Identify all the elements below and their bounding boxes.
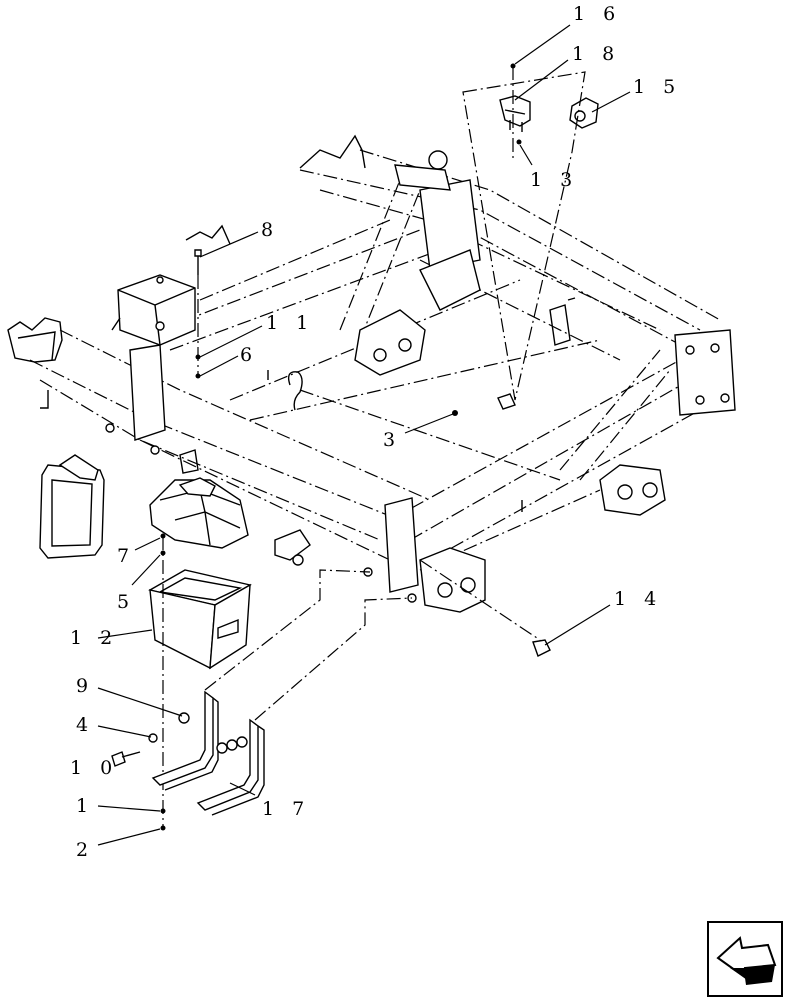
callout-13: 1 3: [530, 169, 578, 191]
callout-8: 8: [261, 219, 279, 241]
part-2-nut: [160, 825, 166, 831]
hardware-cluster: [216, 736, 248, 754]
callout-11: 1 1: [266, 312, 314, 334]
part-15-cap: [569, 97, 599, 129]
explode-lines-top: [462, 71, 586, 401]
callout-9: 9: [76, 675, 94, 697]
callout-6: 6: [240, 344, 258, 366]
part-12-battery-box: [148, 569, 252, 670]
chassis-frame: [7, 134, 736, 613]
part-17-bracket-left: [151, 690, 219, 791]
battery-strap: [39, 454, 105, 559]
part-17-bracket-right: [196, 718, 265, 816]
part-4-washer: [148, 733, 158, 743]
callout-15: 1 5: [633, 76, 681, 98]
part-1-washer: [160, 808, 166, 814]
part-3-fastener: [452, 410, 458, 416]
callout-14: 1 4: [614, 588, 662, 610]
callout-16: 1 6: [573, 3, 621, 25]
callout-18: 1 8: [572, 43, 620, 65]
callouts: 1 6 1 8 1 5 1 3 8 1 1 6 3 7 5 1 2 1 4 9 …: [70, 3, 681, 861]
callout-7: 7: [117, 545, 135, 567]
callout-12: 1 2: [70, 627, 118, 649]
part-6-nut: [195, 373, 201, 379]
part-10-bolt: [111, 751, 141, 767]
part-11-washer: [195, 354, 201, 360]
part-5-washer: [160, 550, 166, 556]
callout-10: 1 0: [70, 757, 118, 779]
previous-page-arrow-icon[interactable]: [707, 921, 783, 997]
callout-1: 1: [76, 795, 94, 817]
callout-4: 4: [76, 714, 94, 736]
callout-3: 3: [383, 429, 401, 451]
battery: [149, 477, 249, 549]
part-18-bracket: [499, 95, 531, 132]
part-13-nut: [516, 139, 522, 145]
part-9-nut: [178, 712, 190, 724]
callout-5: 5: [117, 591, 135, 613]
callout-2: 2: [76, 839, 94, 861]
callout-17: 1 7: [262, 798, 310, 820]
